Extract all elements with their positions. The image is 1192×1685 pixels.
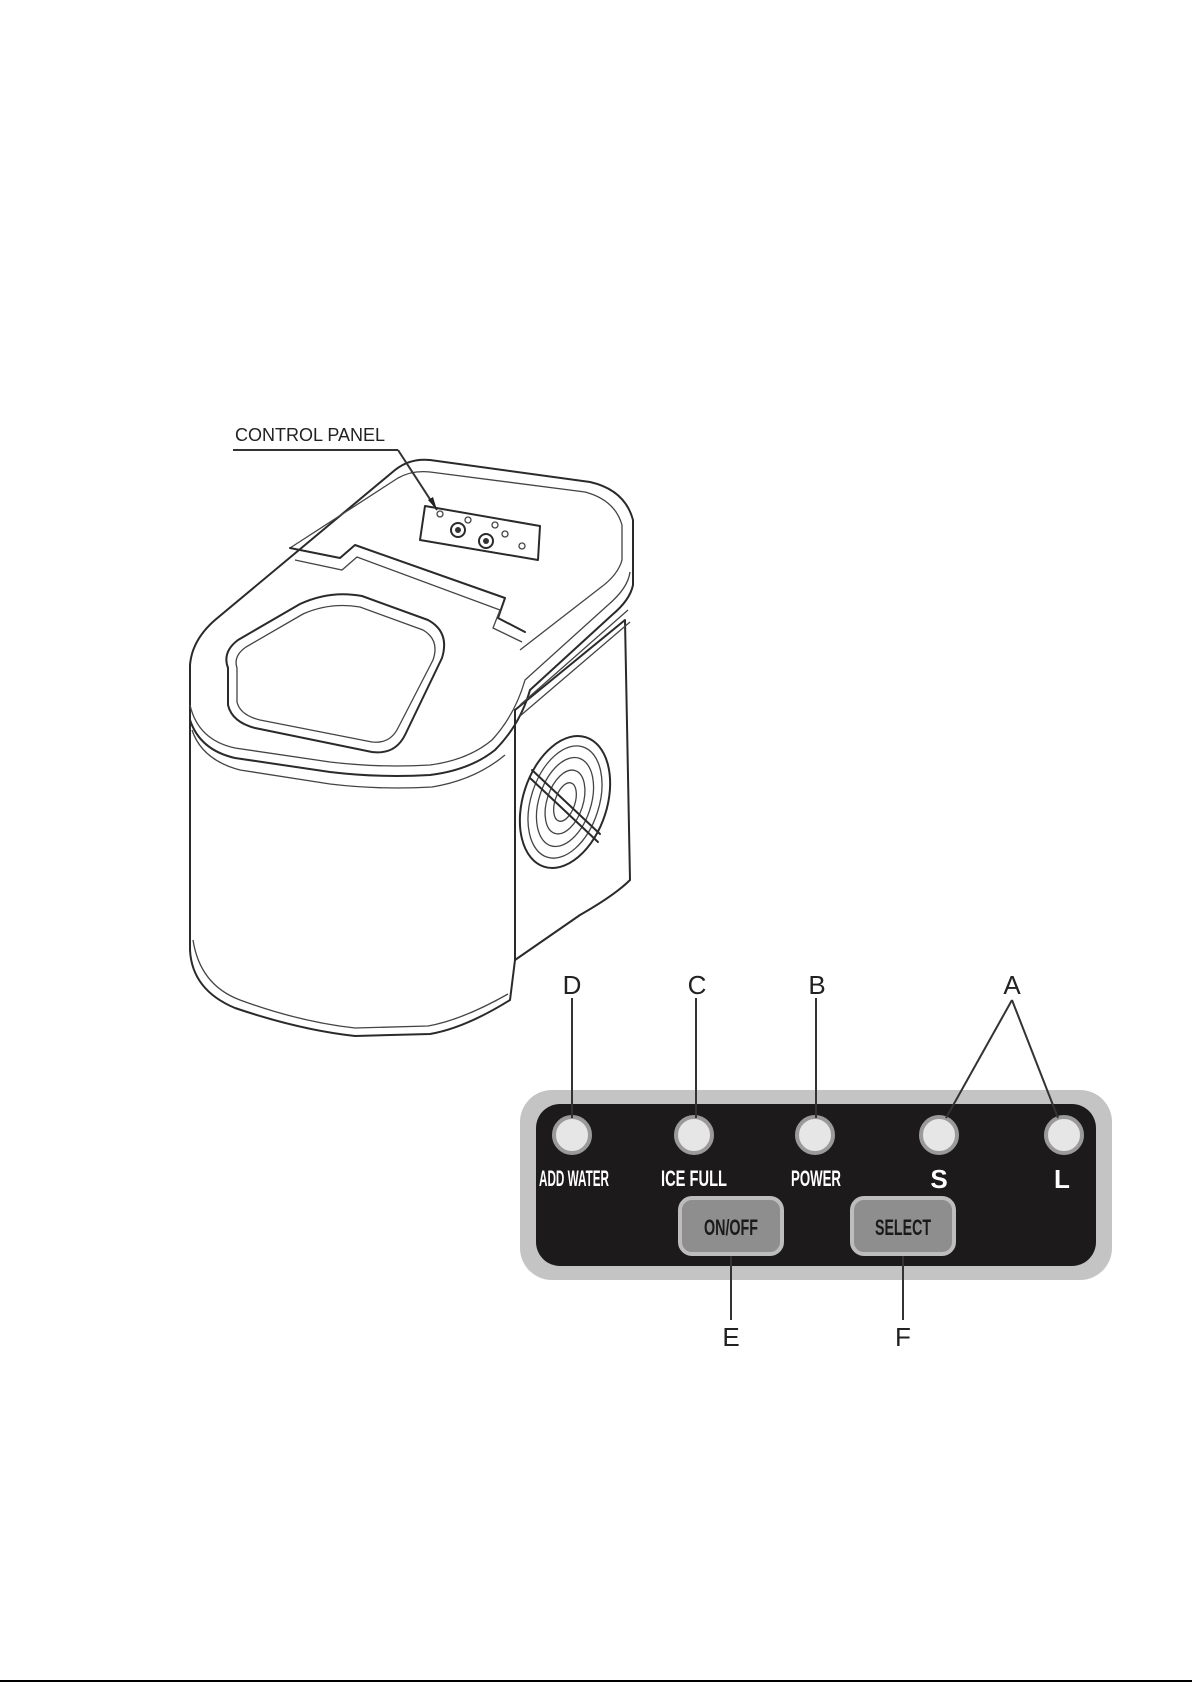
select-label: SELECT (875, 1215, 931, 1240)
machine-base-edge (193, 940, 508, 1028)
plate-led-3 (492, 522, 498, 528)
plate-led-1 (437, 511, 443, 517)
callout-c: C (688, 970, 707, 1000)
plate-led-5 (519, 543, 525, 549)
callout-a: A (1003, 970, 1021, 1000)
large-size-light-icon (1046, 1117, 1082, 1153)
plate-led-2 (465, 517, 471, 523)
large-size-label: L (1054, 1164, 1070, 1194)
power-light-icon (797, 1117, 833, 1153)
control-panel-callout: CONTROL PANEL (233, 425, 437, 510)
callout-e: E (722, 1322, 739, 1352)
page-bottom-rule (0, 1680, 1192, 1682)
select-button: SELECT (852, 1198, 954, 1254)
control-panel-detail: ADD WATER ICE FULL POWER S L ON/OFF (520, 970, 1112, 1352)
machine-control-plate (420, 506, 540, 560)
machine-viewing-window (226, 594, 444, 752)
small-size-label: S (930, 1164, 947, 1194)
on-off-button: ON/OFF (680, 1198, 782, 1254)
machine-lid-step (290, 545, 525, 632)
control-panel-label: CONTROL PANEL (235, 425, 385, 445)
small-size-light-icon (921, 1117, 957, 1153)
ice-maker-machine: CONTROL PANEL (190, 425, 633, 1036)
callout-d: D (563, 970, 582, 1000)
power-label: POWER (791, 1166, 841, 1191)
machine-rear-top (290, 472, 622, 650)
on-off-label: ON/OFF (704, 1215, 758, 1240)
ice-full-label: ICE FULL (661, 1166, 727, 1191)
add-water-light-icon (554, 1117, 590, 1153)
callout-f: F (895, 1322, 911, 1352)
plate-led-4 (502, 531, 508, 537)
add-water-label: ADD WATER (539, 1166, 609, 1191)
ice-full-light-icon (676, 1117, 712, 1153)
machine-body (190, 690, 515, 1036)
fan-grille-icon (504, 724, 626, 879)
callout-b: B (808, 970, 825, 1000)
